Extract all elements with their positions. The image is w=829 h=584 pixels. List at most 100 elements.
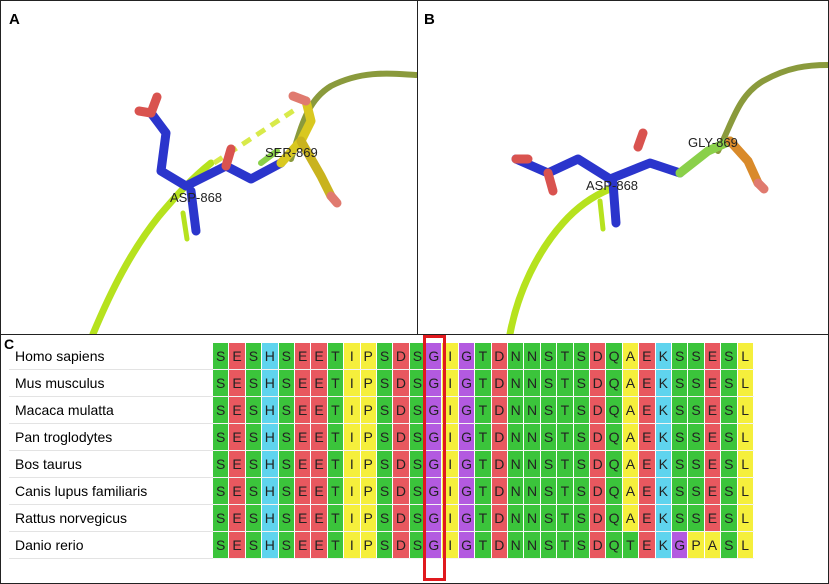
residue-cell: E — [294, 478, 312, 504]
residue-cell: T — [557, 532, 574, 558]
residue-cell: H — [262, 424, 279, 450]
residue-cell: E — [294, 532, 312, 558]
residue-cell: E — [639, 532, 656, 558]
residue-cell: D — [491, 451, 509, 477]
residue-cell: I — [442, 370, 459, 396]
residue-cell: S — [376, 505, 394, 531]
residue-cell: D — [589, 370, 607, 396]
residue-cell: S — [245, 370, 263, 396]
backbone-ribbon-a-upper — [288, 70, 417, 162]
residue-cell: S — [721, 397, 738, 423]
residue-cell: E — [704, 505, 722, 531]
residue-cell: E — [229, 478, 246, 504]
species-label: Bos taurus — [9, 451, 213, 478]
residue-cell: N — [508, 424, 525, 450]
residue-cell: S — [573, 505, 590, 531]
residue-cell: H — [262, 397, 279, 423]
residue-cell: D — [393, 478, 410, 504]
residue-cell: E — [294, 505, 312, 531]
residue-cell: A — [622, 505, 640, 531]
residue-cell: I — [442, 532, 459, 558]
residue-cell: S — [278, 343, 295, 369]
residue-cell: S — [671, 505, 689, 531]
residue-cell: S — [540, 424, 558, 450]
residue-cell: K — [655, 532, 672, 558]
residue-cell: T — [327, 424, 345, 450]
residue-cell: E — [639, 478, 656, 504]
residue-cell: H — [262, 478, 279, 504]
residue-cell: D — [393, 343, 410, 369]
residue-cell: E — [229, 532, 246, 558]
residue-cell: Q — [606, 478, 623, 504]
residue-cell: T — [475, 397, 492, 423]
residue-cell: E — [229, 424, 246, 450]
residue-cell: S — [688, 397, 705, 423]
residue-cell: A — [622, 370, 640, 396]
residue-cell: G — [426, 451, 443, 477]
residue-cell: G — [458, 451, 476, 477]
residue-cell: S — [278, 370, 295, 396]
residue-cell: D — [393, 505, 410, 531]
residue-cell: E — [704, 370, 722, 396]
residue-cell: D — [589, 451, 607, 477]
residue-cell: T — [557, 370, 574, 396]
residue-cell: S — [213, 451, 230, 477]
residue-cell: K — [655, 370, 672, 396]
residue-cell: E — [294, 343, 312, 369]
residue-cell: P — [360, 343, 377, 369]
residue-cell: S — [213, 478, 230, 504]
residue-asp-868-a — [134, 92, 286, 242]
residue-cell: G — [458, 343, 476, 369]
residue-cell: N — [508, 397, 525, 423]
residue-cell: G — [458, 505, 476, 531]
residue-cell: T — [475, 505, 492, 531]
residue-cell: L — [737, 451, 754, 477]
residue-cell: S — [671, 343, 689, 369]
residue-cell: T — [557, 424, 574, 450]
residue-cell: E — [229, 451, 246, 477]
residue-cell: I — [442, 478, 459, 504]
structure-a: ASP-868 SER-869 — [89, 70, 417, 334]
residue-cell: S — [213, 424, 230, 450]
residue-cell: Q — [606, 505, 623, 531]
residue-cell: S — [376, 532, 394, 558]
residue-cell: S — [573, 451, 590, 477]
residue-cell: D — [393, 424, 410, 450]
residue-cell: E — [229, 397, 246, 423]
residue-cell: S — [721, 451, 738, 477]
residue-cell: S — [688, 505, 705, 531]
residue-cell: K — [655, 505, 672, 531]
residue-cell: S — [688, 343, 705, 369]
residue-cell: E — [311, 424, 328, 450]
residue-cell: T — [327, 370, 345, 396]
residue-cell: S — [376, 370, 394, 396]
residue-cell: K — [655, 397, 672, 423]
residue-cell: Q — [606, 370, 623, 396]
residue-cell: E — [704, 478, 722, 504]
residue-cell: D — [393, 397, 410, 423]
residue-cell: I — [442, 343, 459, 369]
residue-cell: S — [573, 370, 590, 396]
residue-cell: P — [360, 451, 377, 477]
residue-cell: S — [245, 478, 263, 504]
residue-cell: S — [245, 532, 263, 558]
residue-cell: G — [426, 343, 443, 369]
residue-cell: A — [704, 532, 722, 558]
species-label: Homo sapiens — [9, 343, 213, 370]
residue-cell: T — [557, 343, 574, 369]
residue-cell: S — [573, 532, 590, 558]
residue-asp-868-b — [511, 128, 685, 232]
residue-cell: E — [639, 397, 656, 423]
residue-cell: D — [393, 532, 410, 558]
residue-cell: I — [442, 397, 459, 423]
residue-ser-869-a — [258, 91, 342, 208]
residue-cell: S — [409, 505, 427, 531]
residue-cell: E — [229, 505, 246, 531]
residue-cell: L — [737, 505, 754, 531]
residue-cell: S — [376, 343, 394, 369]
